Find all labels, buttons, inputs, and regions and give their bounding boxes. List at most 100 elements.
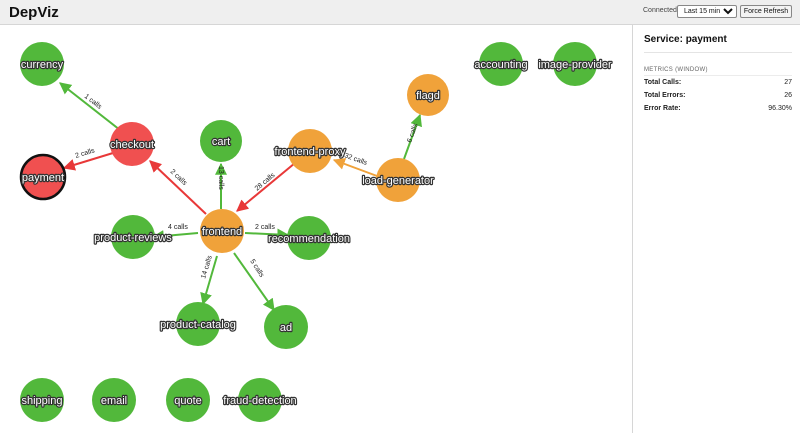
node-label: image-provider [538, 59, 612, 71]
edge-line[interactable] [233, 252, 275, 311]
node-quote[interactable]: quote [166, 378, 210, 422]
edge-frontend-recommendation[interactable]: 2 calls [244, 224, 290, 241]
node-circle[interactable] [19, 153, 67, 201]
node-label: email [101, 395, 127, 407]
node-label: fraud-detection [223, 395, 296, 407]
node-circle[interactable] [92, 378, 136, 422]
edge-frontend-cart[interactable]: 13 calls [215, 162, 227, 209]
node-product-catalog[interactable]: product-catalog [159, 302, 237, 346]
edge-label: 2 calls [255, 224, 275, 231]
edge-line[interactable] [151, 230, 199, 243]
app-header: DepViz Connected Last 15 minutes Force R… [0, 0, 800, 25]
node-label: accounting [474, 59, 527, 71]
edge-proxy-frontend[interactable]: 28 calls [236, 162, 296, 212]
force-refresh-button[interactable]: Force Refresh [740, 5, 792, 18]
app-title: DepViz [9, 4, 59, 21]
node-accounting[interactable]: accounting [473, 42, 529, 86]
metric-label: Total Calls: [644, 79, 682, 86]
node-label: product-reviews [94, 232, 172, 244]
edge-loadgen-flagd[interactable]: 6 calls [403, 113, 422, 160]
graph-canvas[interactable]: 1 calls 2 calls 2 calls 13 calls 28 call… [0, 25, 632, 433]
edge-checkout-payment[interactable]: 2 calls [62, 147, 114, 171]
node-email[interactable]: email [92, 378, 136, 422]
edge-checkout-currency[interactable]: 1 calls [59, 82, 121, 131]
edge-line[interactable] [332, 158, 378, 177]
node-circle[interactable] [20, 42, 64, 86]
time-range-select[interactable]: Last 15 minutes [677, 5, 737, 18]
service-details-panel: Service: payment METRICS (WINDOW) Total … [632, 25, 800, 433]
node-shipping[interactable]: shipping [20, 378, 64, 422]
metric-total-errors: Total Errors: 26 [644, 92, 792, 102]
node-circle[interactable] [264, 305, 308, 349]
node-circle[interactable] [111, 215, 155, 259]
node-currency[interactable]: currency [20, 42, 65, 86]
node-recommendation[interactable]: recommendation [267, 216, 351, 260]
edge-label: 2 calls [169, 168, 189, 187]
edge-label: 13 calls [217, 166, 224, 190]
metric-label: Total Errors: [644, 92, 686, 99]
node-load-generator[interactable]: load-generator [361, 158, 435, 202]
dependency-graph[interactable]: 1 calls 2 calls 2 calls 13 calls 28 call… [0, 25, 632, 433]
edge-frontend-reviews[interactable]: 4 calls [151, 224, 199, 243]
node-image-provider[interactable]: image-provider [537, 42, 613, 86]
edge-line[interactable] [200, 255, 218, 306]
metric-value: 96.30% [768, 105, 792, 112]
node-cart[interactable]: cart [200, 120, 242, 162]
node-circle[interactable] [166, 378, 210, 422]
node-circle[interactable] [200, 120, 242, 162]
node-circle[interactable] [553, 42, 597, 86]
node-label: payment [22, 172, 64, 184]
node-label: product-catalog [160, 319, 236, 331]
metric-label: Error Rate: [644, 105, 681, 112]
metric-value: 26 [784, 92, 792, 99]
node-label: frontend-proxy [275, 146, 346, 158]
metrics-divider [644, 75, 792, 76]
nodes-layer: currency checkout payment cart frontend-… [19, 42, 613, 422]
node-circle[interactable] [287, 216, 331, 260]
edge-line[interactable] [236, 162, 296, 212]
metric-total-calls: Total Calls: 27 [644, 79, 792, 89]
edge-line[interactable] [403, 113, 422, 160]
node-ad[interactable]: ad [264, 305, 308, 349]
edges-layer: 1 calls 2 calls 2 calls 13 calls 28 call… [59, 82, 422, 311]
edge-label: 2 calls [75, 147, 96, 160]
node-payment[interactable]: payment [19, 153, 67, 201]
edge-line[interactable] [244, 228, 290, 241]
node-label: flagd [416, 90, 440, 102]
node-circle[interactable] [288, 129, 332, 173]
node-circle[interactable] [407, 74, 449, 116]
edge-label: 4 calls [168, 224, 188, 231]
node-flagd[interactable]: flagd [407, 74, 449, 116]
edge-frontend-ad[interactable]: 5 calls [233, 252, 275, 311]
node-label: quote [174, 395, 202, 407]
metric-error-rate: Error Rate: 96.30% [644, 105, 792, 115]
node-label: checkout [110, 139, 154, 151]
node-frontend-proxy[interactable]: frontend-proxy [273, 129, 347, 173]
node-circle[interactable] [238, 378, 282, 422]
node-circle[interactable] [110, 122, 154, 166]
node-label: cart [212, 136, 230, 148]
node-label: currency [21, 59, 64, 71]
metric-value: 27 [784, 79, 792, 86]
node-circle[interactable] [376, 158, 420, 202]
edge-line[interactable] [62, 152, 114, 171]
connection-status: Connected [643, 7, 677, 14]
node-frontend[interactable]: frontend [200, 209, 244, 253]
node-product-reviews[interactable]: product-reviews [93, 215, 174, 259]
node-circle[interactable] [200, 209, 244, 253]
edge-frontend-catalog[interactable]: 14 calls [200, 254, 218, 306]
service-title: Service: payment [644, 34, 727, 45]
node-fraud-detection[interactable]: fraud-detection [222, 378, 298, 422]
node-circle[interactable] [176, 302, 220, 346]
edge-line[interactable] [149, 160, 207, 215]
node-circle[interactable] [20, 378, 64, 422]
node-label: load-generator [362, 175, 434, 187]
edge-line[interactable] [59, 82, 121, 131]
node-label: ad [280, 322, 292, 334]
edge-label: 6 calls [406, 122, 420, 144]
node-checkout[interactable]: checkout [109, 122, 155, 166]
edge-frontend-checkout[interactable]: 2 calls [149, 160, 207, 215]
node-label: frontend [202, 226, 242, 238]
panel-divider [644, 52, 792, 53]
node-circle[interactable] [479, 42, 523, 86]
